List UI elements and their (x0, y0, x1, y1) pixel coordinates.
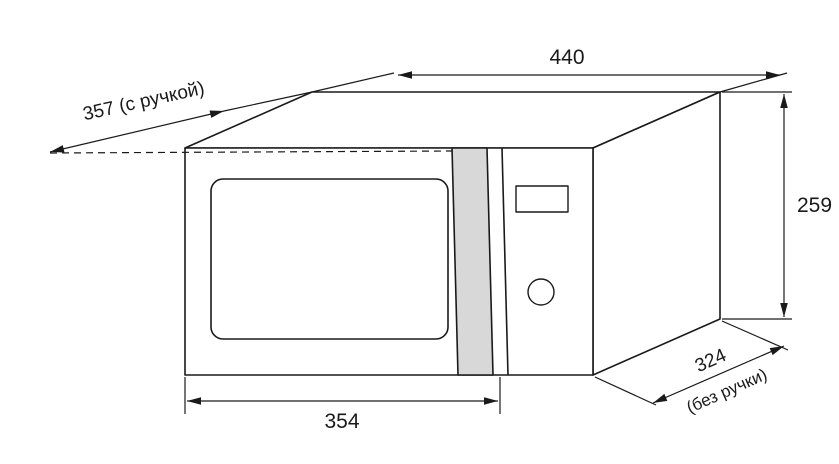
microwave-body (184, 91, 721, 376)
dim-357-ext (223, 91, 313, 112)
dim-440-label: 440 (549, 46, 584, 69)
display-window (515, 185, 569, 213)
dim-324-line (652, 345, 785, 404)
dim-height (722, 91, 792, 320)
dim-440-ext-right (719, 72, 788, 93)
door-window (210, 178, 449, 340)
dim-357-line (49, 110, 225, 153)
dim-depth-without-handle (594, 320, 789, 406)
dim-440-ext-left (311, 72, 395, 93)
control-knob (527, 278, 555, 306)
dim-324-note-label: (без ручки) (684, 365, 770, 417)
door-edge-line (501, 147, 509, 376)
dim-depth-with-handle (49, 91, 453, 154)
dim-357-label: 357 (с ручкой) (81, 78, 206, 125)
dim-324-ext-back (721, 320, 789, 351)
dim-324-ext-front (594, 376, 657, 406)
door-handle-strip (451, 147, 494, 376)
dim-354-label: 354 (324, 410, 359, 433)
dim-front-width (184, 377, 501, 414)
dim-top-width (311, 71, 788, 93)
dim-259-label: 259 (797, 194, 832, 217)
